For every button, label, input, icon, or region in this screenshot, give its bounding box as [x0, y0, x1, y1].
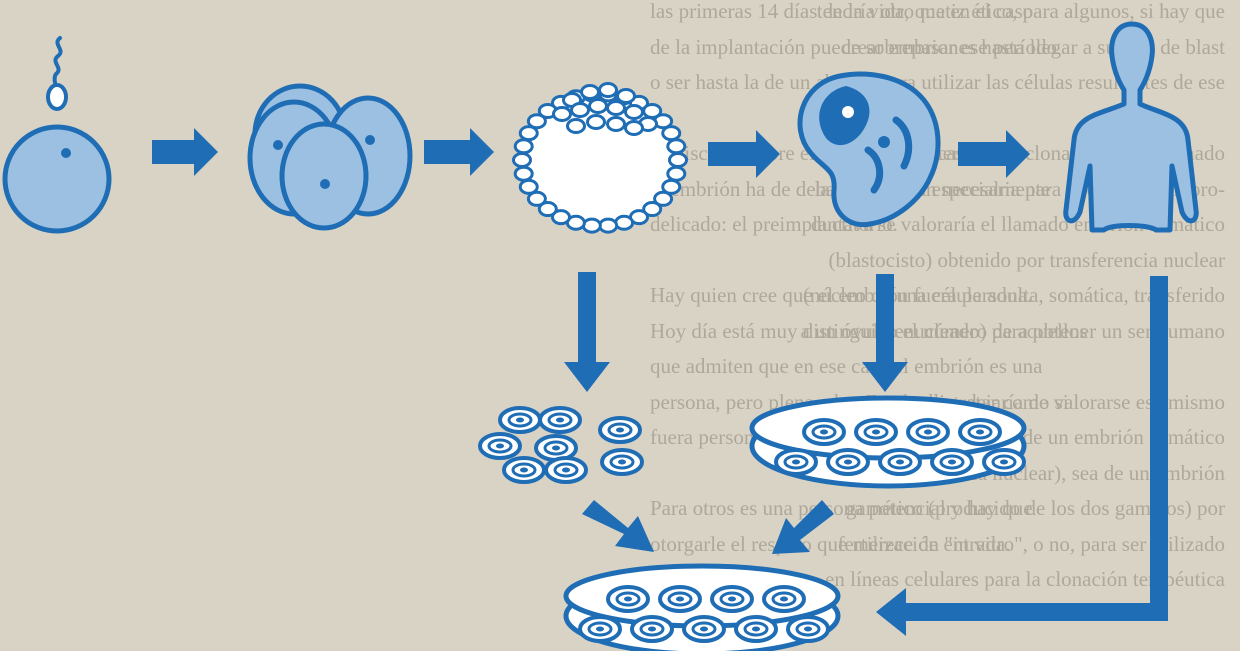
- blastocyst-cell: [583, 219, 600, 232]
- blastocyst-icon: [514, 84, 687, 233]
- blastocyst-cell: [514, 154, 531, 167]
- cultured-cell: [932, 450, 972, 474]
- arrow-blastocyst-down: [564, 272, 610, 392]
- inner-cell-mass-cell: [618, 90, 635, 103]
- blastocyst-cell: [663, 127, 680, 140]
- blastocyst-cell: [668, 167, 685, 180]
- cultured-cell: [880, 450, 920, 474]
- inner-cell-mass-cell: [626, 122, 643, 135]
- cultured-cell: [660, 587, 700, 611]
- arrow-egg-to-cells: [152, 128, 218, 176]
- inner-cell-mass-cell: [554, 108, 571, 121]
- cultured-cell: [632, 617, 672, 641]
- cultured-cell: [856, 420, 896, 444]
- human-silhouette-icon: [1066, 24, 1197, 230]
- cultured-cell: [580, 617, 620, 641]
- cultured-cell: [608, 587, 648, 611]
- cultured-cell: [712, 587, 752, 611]
- blastocyst-cell: [600, 219, 617, 232]
- arrow-blastocyst-to-fetus: [708, 130, 780, 178]
- loose-cells-icon: [480, 408, 642, 482]
- arrow-cells-to-dish: [582, 500, 654, 552]
- blastocyst-cell: [515, 140, 532, 153]
- petri-dish-icon: [752, 398, 1024, 486]
- inner-cell-mass-cell: [590, 100, 607, 113]
- blastocyst-cell: [670, 154, 687, 167]
- cultured-cell: [776, 450, 816, 474]
- cultured-cell: [828, 450, 868, 474]
- cell-cluster-icon: [250, 86, 410, 228]
- fetus-icon: [800, 74, 938, 225]
- stem-cell: [600, 418, 640, 442]
- fertilized-egg-icon: [5, 38, 109, 231]
- cultured-cell: [764, 587, 804, 611]
- arrow-cells-to-blastocyst: [424, 128, 494, 176]
- cultured-cell: [908, 420, 948, 444]
- stem-cell: [480, 434, 520, 458]
- inner-cell-mass-cell: [608, 118, 625, 131]
- arrow-fetus-to-human: [958, 130, 1030, 178]
- inner-cell-mass-cell: [600, 84, 617, 97]
- cultured-cell: [788, 617, 828, 641]
- stem-cell: [540, 408, 580, 432]
- stem-cell: [602, 450, 642, 474]
- blastocyst-cell: [520, 180, 537, 193]
- inner-cell-mass-cell: [568, 120, 585, 133]
- inner-cell-mass-cell: [626, 106, 643, 119]
- cultured-cell: [984, 450, 1024, 474]
- inner-cell-mass-cell: [572, 104, 589, 117]
- cultured-cell: [804, 420, 844, 444]
- cultured-cell: [960, 420, 1000, 444]
- stem-cell: [504, 458, 544, 482]
- blastocyst-cell: [515, 167, 532, 180]
- petri-dish-icon: [566, 566, 838, 651]
- cultured-cell: [684, 617, 724, 641]
- stem-cell: [500, 408, 540, 432]
- blastocyst-cell: [668, 140, 685, 153]
- arrow-fetus-down: [862, 274, 908, 392]
- inner-cell-mass-cell: [608, 102, 625, 115]
- stem-cell: [546, 458, 586, 482]
- inner-cell-mass-cell: [582, 86, 599, 99]
- cultured-cell: [736, 617, 776, 641]
- arrow-dish-to-dish: [772, 500, 834, 554]
- inner-cell-mass-cell: [588, 116, 605, 129]
- blastocyst-cell: [616, 216, 633, 229]
